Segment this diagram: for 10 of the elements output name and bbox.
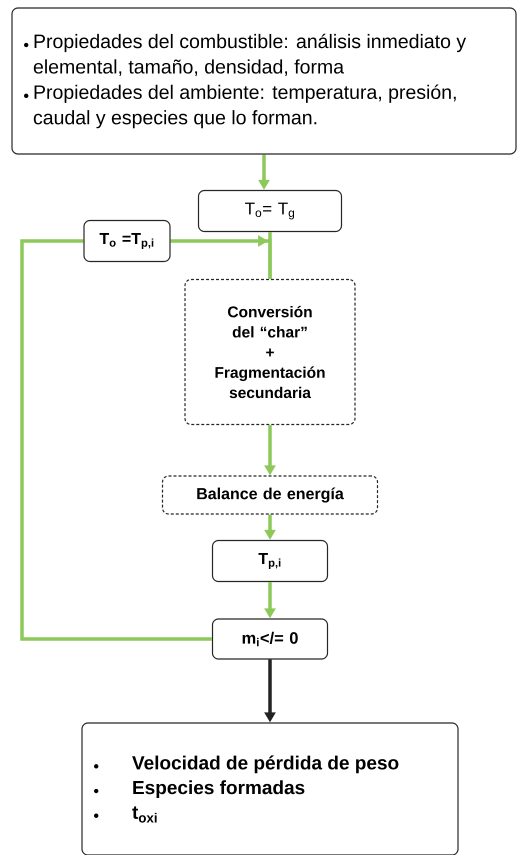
- result-box: T$_{p,i}$: [212, 540, 328, 582]
- process-box: Balance de energía: [162, 475, 378, 515]
- arrow: [170, 235, 272, 279]
- input-box: Propiedades del combustible: análisis inmediato y elemental, tamaño, densidad, forma Propiedades del ambiente: temperatura, presión, caudal y especies que lo forman.: [11, 7, 517, 155]
- result-box: T$_{o}$= T$_{g}$: [198, 190, 342, 232]
- connector-line: [20, 239, 212, 641]
- process-box: Conversión del “char” + Fragmentación secundaria: [184, 278, 356, 426]
- result-box: m$_{i}$</= 0: [212, 618, 328, 660]
- result-box: Velocidad de pérdida de peso Especies formadas t$_{oxi}$: [81, 722, 459, 855]
- result-box: T$_{o}$ =T$_{p,i}$: [83, 220, 171, 262]
